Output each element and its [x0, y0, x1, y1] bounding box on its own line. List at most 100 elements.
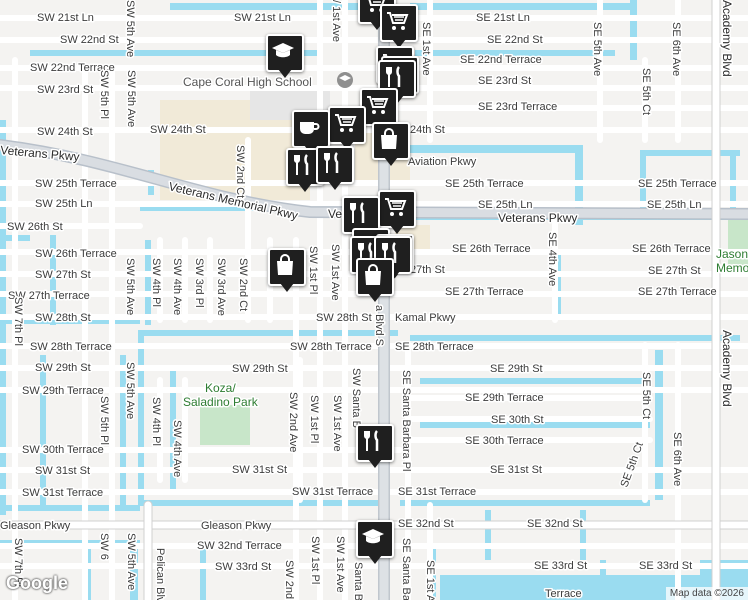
restaurant-icon [364, 430, 379, 451]
label-sw-5th-ave-mid: SW 5th Ave [124, 258, 136, 315]
restaurant-icon [350, 202, 365, 223]
label-sw-5th-ave-low: SW 5th Ave [124, 362, 136, 419]
koza-saladino-park-area [200, 405, 250, 445]
label-park-line2: Saladino Park [183, 395, 259, 409]
label-sw-5th-ave-bot: SW 5th Ave [125, 533, 137, 590]
label-se-23rd-st: SE 23rd St [478, 75, 531, 87]
marker-restaurant[interactable] [378, 60, 416, 106]
label-sw-1st-ave-bot: SW 1st Ave [334, 536, 346, 593]
marker-shopping-cart[interactable] [378, 190, 416, 236]
label-sw-31st-terrace: SW 31st Terrace [22, 487, 103, 499]
marker-restaurant[interactable] [316, 146, 354, 192]
label-pelican-blvd: Pelican Blvd [154, 548, 166, 600]
marker-shopping-cart[interactable] [380, 4, 418, 50]
restaurant-icon [386, 66, 401, 87]
label-se-27th-st-2: SE 27th St [648, 265, 701, 277]
label-se-26th-terrace-2: SE 26th Terrace [632, 243, 711, 255]
label-se-22nd-st: SE 22nd St [487, 34, 543, 46]
shopping-bag-icon [277, 254, 293, 275]
label-se-27th-st: 27th St [410, 264, 445, 276]
label-santa-barbara-blvd: a Blvd S [373, 305, 385, 346]
label-sw-7th-pl: SW 7th Pl [12, 297, 24, 346]
label-se-29th-terrace: SE 29th Terrace [465, 392, 544, 404]
label-sw-29th-terrace: SW 29th Terrace [22, 385, 104, 397]
label-ve-partial: Ve [328, 207, 342, 221]
label-sw-31st-terrace-2: SW 31st Terrace [292, 486, 373, 498]
label-sw-5th-ave: SW 5th Ave [125, 70, 137, 127]
label-santa-barbara-bot: Santa Barba [352, 562, 364, 600]
label-se-30th-terrace: SE 30th Terrace [465, 435, 544, 447]
marker-shopping-bag[interactable] [268, 248, 306, 294]
label-sw-26th-st: SW 26th St [7, 221, 63, 233]
label-sw-28th-terrace-2: SW 28th Terrace [290, 341, 372, 353]
label-se-25th-ln-2: SE 25th Ln [647, 199, 701, 211]
label-sw-1st-ave-low: SW 1st Ave [331, 395, 343, 452]
label-sw-28th-terrace: SW 28th Terrace [30, 341, 112, 353]
marker-school[interactable] [266, 34, 304, 80]
label-jason-line1: Jason [716, 247, 748, 261]
map-attribution: Map data ©2026 [665, 587, 748, 600]
label-se-29th-st: SE 29th St [490, 363, 543, 375]
label-sw-25th-terrace: SW 25th Terrace [35, 178, 117, 190]
school-icon [337, 72, 353, 88]
label-se-6th-ave-low: SE 6th Ave [671, 432, 683, 486]
label-se-24th-st: 24th St [410, 124, 445, 136]
label-sw-31st-st: SW 31st St [35, 465, 90, 477]
label-kamal-pkwy: Kamal Pkwy [395, 312, 456, 324]
shopping-cart-icon [387, 12, 409, 30]
label-se-23rd-terrace: SE 23rd Terrace [478, 101, 557, 113]
label-sw-22nd-terrace: SW 22nd Terrace [30, 62, 115, 74]
label-se-22nd-terrace: SE 22nd Terrace [460, 54, 542, 66]
marker-school[interactable] [356, 520, 394, 566]
label-se-27th-terrace-2: SE 27th Terrace [638, 286, 717, 298]
label-sw-26th-terrace: SW 26th Terrace [35, 248, 117, 260]
school-icon [272, 43, 294, 58]
label-se-31st-st: SE 31st St [490, 464, 542, 476]
google-logo: Google [6, 573, 68, 593]
marker-cafe[interactable] [292, 110, 330, 156]
label-sw-4th-ave: SW 4th Ave [171, 258, 183, 315]
shopping-cart-icon [335, 114, 357, 132]
label-sw-4th-ave-low: SW 4th Ave [171, 420, 183, 477]
marker-shopping-bag[interactable] [356, 258, 394, 304]
label-sw-31st-st-2: SW 31st St [232, 464, 287, 476]
label-sw-1st-pl: SW 1st Pl [307, 246, 319, 294]
label-sw-7th-pl-bot: SW 7th Pl [12, 538, 24, 587]
label-sw-21st-ln-2: SW 21st Ln [234, 12, 291, 24]
label-sw-4th-pl: SW 4th Pl [150, 258, 162, 307]
label-sw-1st-pl-bot: SW 1st Pl [309, 536, 321, 584]
restaurant-icon [358, 242, 373, 263]
label-sw-30th-terrace: SW 30th Terrace [22, 444, 104, 456]
label-sw-2nd-ct-top: SW 2nd Ct [234, 145, 246, 198]
label-sw-21st-ln: SW 21st Ln [37, 12, 94, 24]
label-se-5th-ct-low: SE 5th Ct [640, 372, 652, 419]
label-se-31st-terrace: SE 31st Terrace [398, 486, 476, 498]
label-se-santa-barbara-bot: SE Santa Barbara [400, 538, 412, 600]
label-sw-5th-pl-low: SW 5th Pl [98, 396, 110, 445]
label-aviation-pkwy: Aviation Pkwy [408, 156, 477, 168]
label-veterans-pkwy-right: Veterans Pkwy [498, 211, 577, 225]
label-se-25th-ln: SE 25th Ln [478, 199, 532, 211]
shopping-bag-icon [381, 128, 397, 149]
label-gleason-pkwy-left: Gleason Pkwy [0, 520, 71, 532]
label-sw-1st-pl-low: SW 1st Pl [308, 395, 320, 443]
label-se-6th-ave: SE 6th Ave [670, 22, 682, 76]
label-se-26th-terrace: SE 26th Terrace [452, 243, 531, 255]
shopping-cart-icon [367, 96, 389, 114]
label-sw-3rd-ave: SW 3rd Ave [215, 258, 227, 316]
label-gleason-pkwy: Gleason Pkwy [201, 520, 272, 532]
label-park-line1: Koza/ [205, 381, 236, 395]
label-se-1st-ave-bot: SE 1st A [424, 560, 436, 600]
label-se-25th-terrace-2: SE 25th Terrace [638, 178, 717, 190]
cafe-icon [300, 122, 320, 134]
marker-shopping-bag[interactable] [372, 122, 410, 168]
label-se-28th-terrace: SE 28th Terrace [395, 341, 474, 353]
marker-restaurant[interactable] [356, 424, 394, 470]
label-sw-23rd-st: SW 23rd St [37, 84, 93, 96]
label-se-33rd-st-2: SE 33rd St [639, 560, 692, 572]
label-sw-2nd-ave: SW 2nd Ave [287, 392, 299, 452]
label-sw-29th-st: SW 29th St [35, 362, 91, 374]
label-se-21st-ln: SE 21st Ln [476, 12, 530, 24]
jason-memorial-park-area [728, 215, 748, 275]
